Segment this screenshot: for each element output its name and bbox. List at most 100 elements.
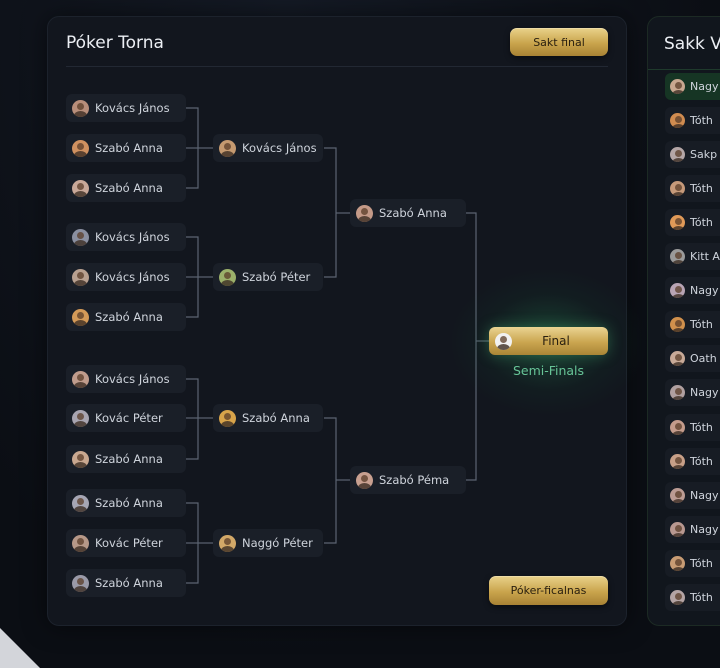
- player-avatar: [670, 215, 685, 230]
- player-name: Sakp: [690, 148, 718, 161]
- player-avatar: [670, 79, 685, 94]
- bracket-player[interactable]: Szabó Anna: [66, 489, 186, 517]
- player-name: Nagy: [690, 523, 719, 536]
- player-avatar: [670, 420, 685, 435]
- player-avatar: [72, 450, 89, 468]
- bracket-player[interactable]: Szabó Anna: [213, 404, 323, 432]
- player-name: Kovács János: [95, 101, 170, 115]
- player-avatar: [72, 370, 89, 388]
- bracket-player[interactable]: Szabó Péma: [350, 466, 466, 494]
- player-avatar: [670, 181, 685, 196]
- player-avatar: [670, 113, 685, 128]
- player-name: Nagy: [690, 80, 719, 93]
- player-avatar: [356, 204, 373, 222]
- player-avatar: [219, 268, 236, 286]
- player-name: Kovács János: [95, 270, 170, 284]
- player-avatar: [670, 488, 685, 503]
- player-name: Nagy: [690, 489, 719, 502]
- player-name: Tóth: [690, 421, 713, 434]
- player-name: Naggó Péter: [242, 536, 313, 550]
- player-avatar: [670, 522, 685, 537]
- bracket-player[interactable]: Kovác Péter: [66, 404, 186, 432]
- player-name: Tóth: [690, 182, 713, 195]
- chess-row[interactable]: Tóth: [665, 584, 720, 611]
- player-avatar: [670, 249, 685, 264]
- player-name: Szabó Anna: [95, 310, 163, 324]
- player-name: Kovács János: [242, 141, 317, 155]
- bracket-player[interactable]: Szabó Anna: [350, 199, 466, 227]
- chess-row[interactable]: Tóth: [665, 550, 720, 577]
- chess-row[interactable]: Nagy: [665, 277, 720, 304]
- panel-title: Póker Torna: [66, 33, 164, 53]
- player-avatar: [72, 534, 89, 552]
- bracket-player[interactable]: Kovács János: [66, 263, 186, 291]
- chess-row[interactable]: Sakp: [665, 141, 720, 168]
- player-name: Kovács János: [95, 372, 170, 386]
- final-label: Final: [542, 334, 570, 348]
- player-avatar: [72, 228, 89, 246]
- player-name: Kovác Péter: [95, 536, 163, 550]
- poker-tournament-panel: Póker Torna Sakt final: [47, 16, 648, 626]
- chess-row[interactable]: Kitt A: [665, 243, 720, 270]
- bracket-player[interactable]: Kovác Péter: [66, 529, 186, 557]
- chess-row[interactable]: Tóth: [665, 311, 720, 338]
- player-avatar: [670, 590, 685, 605]
- player-name: Szabó Péter: [242, 270, 311, 284]
- player-avatar: [72, 139, 89, 157]
- bracket-player[interactable]: Kovács János: [66, 223, 186, 251]
- panel-divider: [66, 66, 608, 67]
- chess-row[interactable]: Nagy: [665, 73, 720, 100]
- chess-row[interactable]: Nagy: [665, 516, 720, 543]
- chess-row[interactable]: Tóth: [665, 107, 720, 134]
- final-slot[interactable]: Final: [489, 327, 608, 355]
- bracket-player[interactable]: Kovács János: [66, 94, 186, 122]
- player-name: Szabó Anna: [95, 576, 163, 590]
- player-name: Szabó Anna: [95, 496, 163, 510]
- bracket-player[interactable]: Szabó Anna: [66, 569, 186, 597]
- panel-divider: [648, 69, 720, 70]
- bracket-player[interactable]: Kovács János: [213, 134, 323, 162]
- chess-row[interactable]: Tóth: [665, 414, 720, 441]
- bracket-player[interactable]: Kovács János: [66, 365, 186, 393]
- semi-finals-label: Semi-Finals: [512, 363, 585, 378]
- chess-panel: Sakk Ve Nagy Tóth Sakp Tóth Tóth Kitt A …: [647, 16, 720, 626]
- player-avatar: [670, 556, 685, 571]
- bracket-player[interactable]: Szabó Anna: [66, 134, 186, 162]
- chess-row[interactable]: Oath: [665, 345, 720, 372]
- player-avatar: [670, 351, 685, 366]
- chess-row[interactable]: Nagy: [665, 379, 720, 406]
- player-avatar: [670, 147, 685, 162]
- player-name: Szabó Anna: [379, 206, 447, 220]
- chess-row[interactable]: Nagy: [665, 482, 720, 509]
- player-avatar: [72, 574, 89, 592]
- player-avatar: [495, 332, 512, 350]
- player-name: Tóth: [690, 318, 713, 331]
- player-avatar: [72, 494, 89, 512]
- player-avatar: [219, 534, 236, 552]
- chess-row[interactable]: Tóth: [665, 175, 720, 202]
- bracket-player[interactable]: Naggó Péter: [213, 529, 323, 557]
- player-name: Tóth: [690, 114, 713, 127]
- player-name: Kitt A: [690, 250, 720, 263]
- chess-row[interactable]: Tóth: [665, 209, 720, 236]
- player-name: Kovác Péter: [95, 411, 163, 425]
- player-name: Tóth: [690, 591, 713, 604]
- bracket-player[interactable]: Szabó Anna: [66, 445, 186, 473]
- bracket-player[interactable]: Szabó Péter: [213, 263, 323, 291]
- sakt-final-button[interactable]: Sakt final: [510, 28, 608, 56]
- player-avatar: [219, 139, 236, 157]
- player-avatar: [670, 454, 685, 469]
- player-avatar: [670, 385, 685, 400]
- chess-row[interactable]: Tóth: [665, 448, 720, 475]
- player-avatar: [356, 471, 373, 489]
- player-avatar: [72, 409, 89, 427]
- bracket-player[interactable]: Szabó Anna: [66, 174, 186, 202]
- player-avatar: [219, 409, 236, 427]
- player-avatar: [72, 99, 89, 117]
- bracket-player[interactable]: Szabó Anna: [66, 303, 186, 331]
- player-avatar: [670, 317, 685, 332]
- player-name: Nagy: [690, 386, 719, 399]
- player-name: Oath: [690, 352, 717, 365]
- player-avatar: [72, 308, 89, 326]
- poker-finals-button[interactable]: Póker-ficalnas: [489, 576, 608, 605]
